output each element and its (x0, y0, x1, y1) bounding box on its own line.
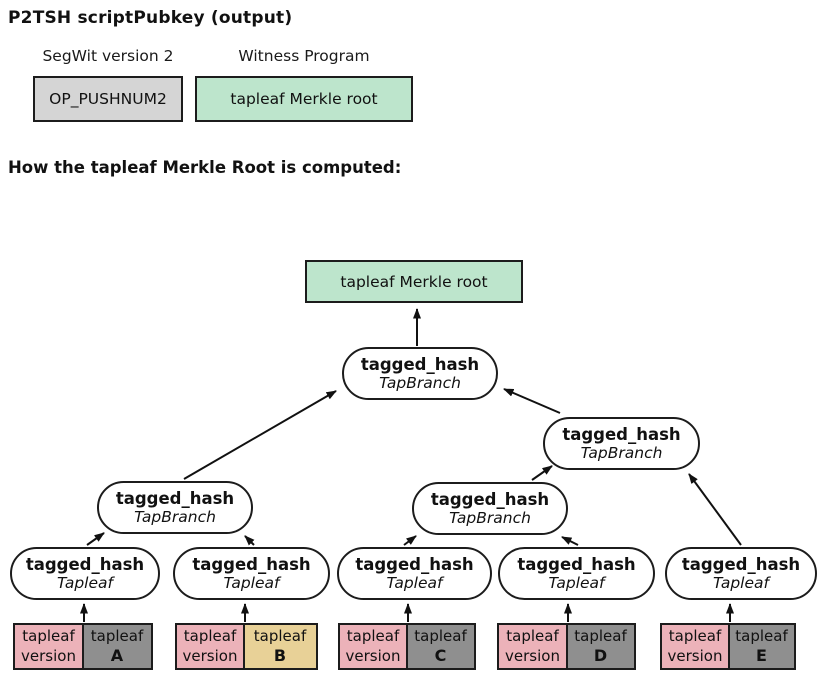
tapleaf-version-box-b: tapleaf version (175, 623, 245, 670)
leaf-line1: tapleaf (414, 626, 467, 645)
arrow-leaf-b-to-leftbranch (244, 535, 255, 546)
branch-root-subtitle: TapBranch (379, 374, 461, 393)
arrow-midbranch-to-rightbranch (531, 465, 553, 481)
version-line2: version (667, 646, 723, 665)
branch-left-subtitle: TapBranch (134, 508, 216, 527)
leaf-letter: D (593, 645, 608, 665)
version-line1: tapleaf (668, 627, 722, 646)
arrow-leaf-a-to-leftbranch (86, 532, 105, 546)
version-line2: version (182, 646, 238, 665)
leaf-a-title: tagged_hash (25, 554, 145, 574)
branch-node-right: tagged_hash TapBranch (543, 417, 700, 470)
version-line1: tapleaf (183, 627, 237, 646)
arrow-leaf-d-to-midbranch (561, 536, 579, 546)
input-pair-e: tapleaf version tapleaf E (660, 623, 796, 670)
tapleaf-version-box-c: tapleaf version (338, 623, 408, 670)
branch-mid-title: tagged_hash (430, 489, 550, 509)
leaf-letter: E (756, 645, 767, 665)
leaf-line1: tapleaf (735, 626, 788, 645)
version-line1: tapleaf (346, 627, 400, 646)
leaf-node-d: tagged_hash Tapleaf (498, 547, 655, 600)
leaf-node-b: tagged_hash Tapleaf (173, 547, 330, 600)
branch-mid-subtitle: TapBranch (449, 509, 531, 528)
leaf-b-subtitle: Tapleaf (223, 574, 280, 593)
segwit-version-label: SegWit version 2 (42, 47, 174, 65)
branch-root-title: tagged_hash (360, 354, 480, 374)
leaf-e-title: tagged_hash (681, 554, 801, 574)
leaf-e-subtitle: Tapleaf (713, 574, 769, 593)
input-pair-c: tapleaf version tapleaf C (338, 623, 476, 670)
branch-node-root: tagged_hash TapBranch (342, 347, 498, 400)
arrow-leaf-c-to-midbranch (403, 535, 417, 546)
branch-right-subtitle: TapBranch (580, 444, 663, 463)
tapleaf-version-box-e: tapleaf version (660, 623, 730, 670)
leaf-a-subtitle: Tapleaf (57, 574, 113, 593)
branch-node-left: tagged_hash TapBranch (97, 481, 253, 534)
leaf-line1: tapleaf (574, 626, 627, 645)
page-title: P2TSH scriptPubkey (output) (8, 8, 293, 28)
leaf-c-title: tagged_hash (355, 554, 474, 574)
leaf-d-title: tagged_hash (517, 554, 636, 574)
arrow-leftbranch-to-rootbranch (183, 390, 337, 480)
tapleaf-version-box-a: tapleaf version (13, 623, 84, 670)
section-heading: How the tapleaf Merkle Root is computed: (8, 158, 402, 177)
tapleaf-script-box-b: tapleaf B (242, 623, 318, 670)
leaf-letter: C (434, 645, 447, 665)
arrow-leaf-e-to-rightbranch (688, 473, 742, 546)
branch-node-mid: tagged_hash TapBranch (412, 482, 568, 535)
version-line2: version (21, 646, 76, 665)
branch-left-title: tagged_hash (115, 488, 235, 508)
input-pair-b: tapleaf version tapleaf B (175, 623, 318, 670)
leaf-line1: tapleaf (90, 626, 144, 645)
input-pair-d: tapleaf version tapleaf D (497, 623, 636, 670)
merkle-root-box: tapleaf Merkle root (305, 260, 523, 303)
version-line2: version (505, 646, 560, 665)
version-line2: version (345, 646, 401, 665)
witness-program-label: Witness Program (238, 47, 370, 65)
leaf-node-c: tagged_hash Tapleaf (337, 547, 492, 600)
arrow-rightbranch-to-rootbranch (503, 388, 561, 414)
version-line1: tapleaf (22, 627, 75, 646)
version-line1: tapleaf (506, 627, 559, 646)
input-pair-a: tapleaf version tapleaf A (13, 623, 153, 670)
leaf-letter: A (110, 645, 124, 665)
tapleaf-script-box-a: tapleaf A (81, 623, 153, 670)
leaf-b-title: tagged_hash (192, 554, 311, 574)
leaf-node-a: tagged_hash Tapleaf (10, 547, 160, 600)
witness-program-box: tapleaf Merkle root (195, 76, 413, 122)
leaf-node-e: tagged_hash Tapleaf (665, 547, 817, 600)
segwit-version-box: OP_PUSHNUM2 (33, 76, 183, 122)
leaf-d-subtitle: Tapleaf (548, 574, 605, 593)
tapleaf-version-box-d: tapleaf version (497, 623, 568, 670)
leaf-line1: tapleaf (253, 626, 307, 645)
leaf-c-subtitle: Tapleaf (386, 574, 443, 593)
tapleaf-script-box-d: tapleaf D (565, 623, 636, 670)
tapleaf-script-box-e: tapleaf E (727, 623, 796, 670)
branch-right-title: tagged_hash (562, 424, 681, 444)
tapleaf-script-box-c: tapleaf C (405, 623, 476, 670)
leaf-letter: B (273, 645, 287, 665)
